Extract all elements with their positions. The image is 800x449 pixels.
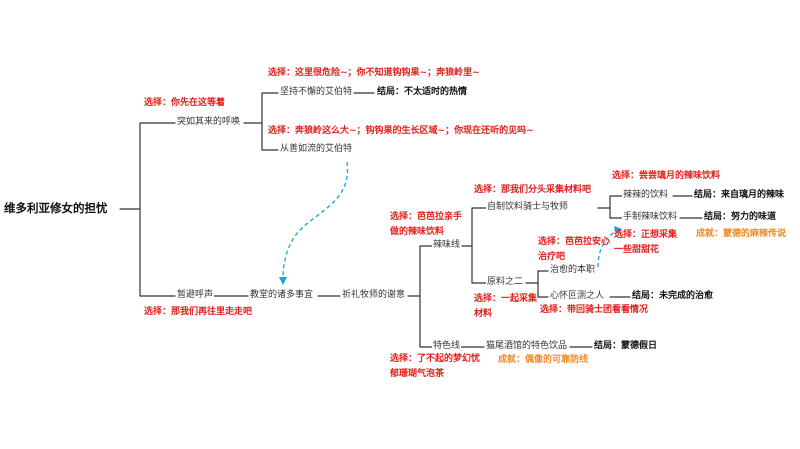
connector-root	[119, 122, 176, 297]
dashed-arrow-head-2	[614, 226, 622, 234]
special-choice: 选择：了不起的梦幻忧郁珊瑚气泡茶	[390, 354, 481, 379]
chain-node-2: 祈礼牧师的谢意	[341, 290, 407, 300]
handmade-achievement: 成就：蒙德的麻辣传说	[696, 229, 787, 239]
spicy-choice: 选择：芭芭拉亲手做的辣味饮料	[390, 212, 463, 237]
worry-node: 心怀叵测之人	[549, 291, 606, 301]
spicy-drink-node: 辣辣的饮料	[622, 190, 670, 200]
ingredient-choice: 选择：一起采集材料	[474, 294, 538, 319]
sub1-ending: 结局：不太适时的热情	[377, 87, 468, 97]
dashed-arrow-path-2	[597, 229, 619, 268]
homemade-choice: 选择：那我们分头采集材料吧	[474, 185, 592, 195]
heal-choice-alt: 选择：正想采集一些甜甜花	[614, 230, 678, 255]
spicy-drink-choice: 选择：尝尝璃月的辣味饮料	[612, 171, 721, 181]
branch1-choice: 选择：你先在这等着	[144, 98, 226, 108]
spicy-drink-ending: 结局：来自璃月的辣味	[694, 190, 785, 200]
handmade-node: 手制辣味饮料	[622, 212, 679, 222]
worry-ending: 结局：未完成的治愈	[632, 291, 714, 301]
heal-node: 治愈的本职	[549, 265, 597, 275]
sub2-node: 从善如流的艾伯特	[279, 144, 354, 154]
heal-choice: 选择：芭芭拉安心治疗吧	[538, 237, 611, 262]
sub1-choice: 选择：这里很危险~；你不知道钩钩果~；奔狼岭里~	[268, 68, 480, 78]
homemade-node: 自制饮料	[486, 202, 525, 212]
connector-lines-split	[407, 245, 433, 348]
knight-node: 骑士与牧师	[522, 202, 570, 212]
sub1-node: 坚持不懈的艾伯特	[279, 87, 354, 97]
connector-branch1	[243, 92, 279, 151]
worry-choice: 选择：带回骑士团看看情况	[540, 305, 649, 315]
connector-drinks-split	[597, 195, 623, 219]
branch1-node: 突如其来的呼唤	[176, 117, 242, 127]
connector-spicy-split	[461, 207, 487, 284]
root-title: 维多利亚修女的担忧	[4, 201, 108, 215]
tavern-ending: 结局：蒙德假日	[594, 341, 658, 351]
ingredient-node: 原料之二	[486, 277, 525, 287]
connector-ingredient-split	[525, 270, 549, 298]
branch2-choice: 选择：那我们再往里走走吧	[144, 307, 253, 317]
branch2-node: 暂避呼声	[176, 290, 215, 300]
tavern-achievement: 成就：偶像的可靠防线	[498, 355, 589, 365]
chain-node-1: 教堂的诸多事宜	[249, 290, 315, 300]
spicy-node: 辣味线	[432, 240, 462, 250]
sub2-choice: 选择：奔狼岭这么大~；钩钩果的生长区域~；你现在还听的见吗~	[268, 126, 534, 136]
handmade-ending: 结局：努力的味道	[704, 212, 777, 222]
dashed-arrow-path-1	[282, 161, 349, 279]
tavern-node: 猫尾酒馆的特色饮品	[485, 341, 569, 351]
dashed-arrow-head-1	[279, 277, 287, 285]
special-node: 特色线	[432, 341, 462, 351]
